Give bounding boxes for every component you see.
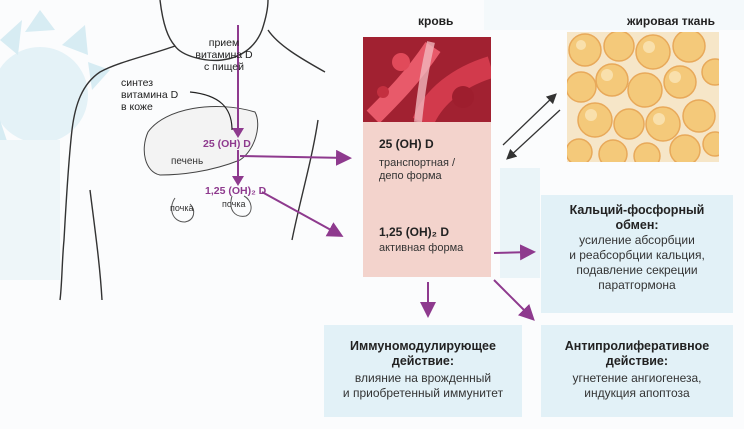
immune-effect-title: Иммуномодулирующее действие: xyxy=(350,339,496,368)
transport-description: транспортная / депо форма xyxy=(379,157,456,182)
fat-cells-icon xyxy=(567,32,719,162)
fat-tissue-image xyxy=(567,32,719,162)
blood-header: кровь xyxy=(418,14,454,28)
blood-vessel-icon xyxy=(363,37,491,122)
transport-formula: 25 (OH) D xyxy=(379,137,434,151)
body-outline xyxy=(59,0,326,301)
fat-header: жировая ткань xyxy=(627,14,715,28)
calcium-effect-box: Кальций-фосфорный обмен: усиление абсорб… xyxy=(541,195,733,313)
immune-effect-box: Иммуномодулирующее действие: влияние на … xyxy=(324,325,522,417)
immune-effect-description: влияние на врожденный и приобретенный им… xyxy=(342,371,504,400)
liver-organ xyxy=(143,106,259,176)
calcium-effect-title: Кальций-фосфорный обмен: xyxy=(569,203,705,232)
active-description: активная форма xyxy=(379,242,464,254)
liver-label: печень xyxy=(171,156,204,167)
antiproliferative-effect-description: угнетение ангиогенеза, индукция апоптоза xyxy=(572,371,702,400)
antiproliferative-effect-box: Антипролиферативное действие: угнетение … xyxy=(541,325,733,417)
synthesis-label: синтез витамина D в коже xyxy=(121,77,179,113)
intake-label: прием витамина D с пищей xyxy=(195,37,253,73)
blood-vessel-image xyxy=(363,37,491,122)
kidney-right-label: почка xyxy=(222,199,246,209)
arrow-blood-to-antiproliferative xyxy=(493,279,535,321)
kidneys xyxy=(171,195,252,223)
blood-panel: 25 (OH) D транспортная / депо форма 1,25… xyxy=(363,37,491,277)
active-formula: 1,25 (OH)₂ D xyxy=(379,225,450,239)
arrow-blood-to-fat xyxy=(502,93,557,146)
calcium-effect-description: усиление абсорбции и реабсорбции кальция… xyxy=(569,233,705,292)
kidney-left-label: почка xyxy=(170,203,194,213)
kidney-metabolite-label: 1,25 (OH)₂ D xyxy=(205,185,267,197)
internal-arrows xyxy=(189,25,244,186)
liver-metabolite-label: 25 (OH) D xyxy=(203,138,251,150)
arrow-liver-to-blood xyxy=(239,149,352,166)
arrow-fat-to-blood xyxy=(506,109,561,160)
antiproliferative-effect-title: Антипролиферативное действие: xyxy=(564,339,710,368)
arrow-blood-to-calcium xyxy=(493,244,536,261)
arrow-kidney-to-blood xyxy=(261,191,344,237)
